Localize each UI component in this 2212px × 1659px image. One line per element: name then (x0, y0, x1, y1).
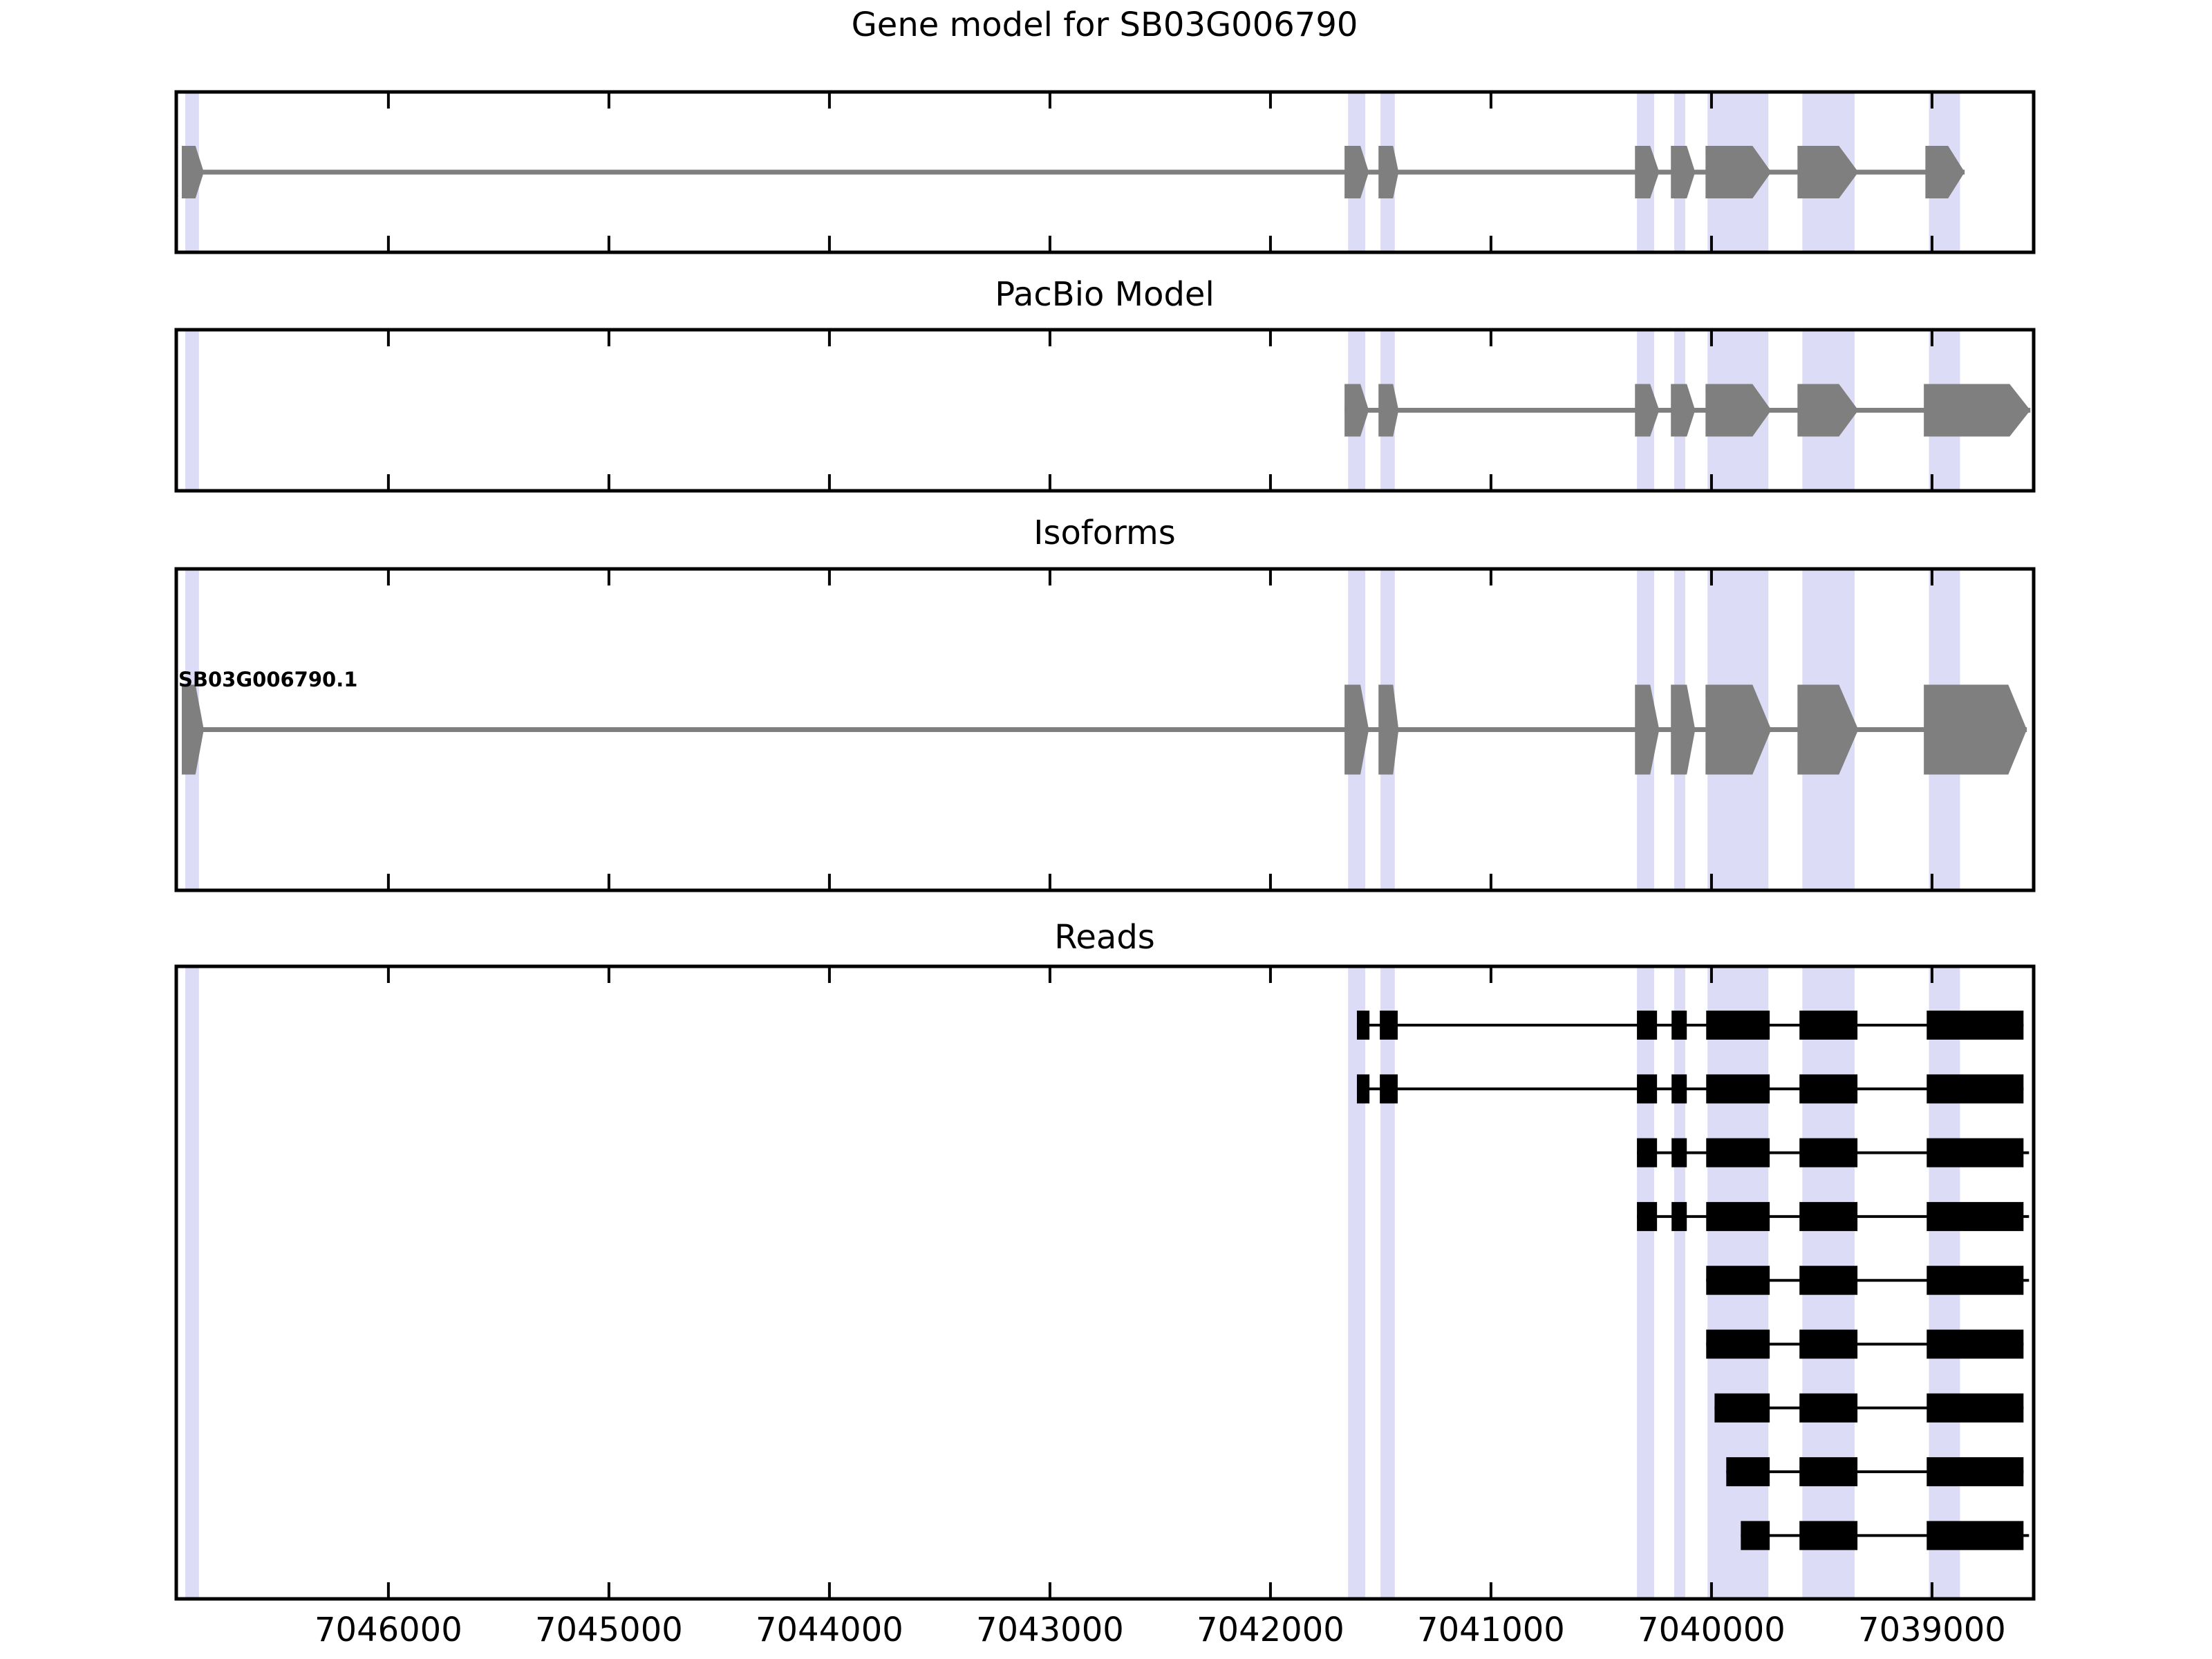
read-exon (1706, 1138, 1770, 1168)
read-exon (1799, 1457, 1858, 1487)
panel-pacbio-model (174, 328, 2036, 493)
panel-isoforms (174, 567, 2036, 892)
read-exon (1706, 1011, 1770, 1040)
x-tick-label: 7045000 (535, 1611, 683, 1649)
exon-arrow (1705, 146, 1772, 198)
read-exon (1927, 1138, 2024, 1168)
highlight-band (1674, 968, 1685, 1597)
pacbio-panel-title: PacBio Model (995, 275, 1215, 314)
isoform-label: SB03G006790.1 (178, 668, 358, 691)
x-tick-label: 7040000 (1638, 1611, 1785, 1649)
read-exon (1799, 1393, 1858, 1423)
read-exon (1927, 1329, 2024, 1359)
read-row (1726, 1457, 2024, 1487)
read-exon (1356, 1011, 1370, 1040)
read-exon (1927, 1521, 2024, 1550)
panel-border (174, 567, 2036, 892)
isoforms-panel-title: Isoforms (1033, 514, 1176, 552)
highlight-band (1637, 968, 1654, 1597)
exon-arrow (1378, 384, 1399, 437)
exon-arrow (1671, 146, 1696, 198)
x-tick-label: 7039000 (1858, 1611, 2006, 1649)
highlight-band (185, 331, 199, 489)
highlight-band (1348, 968, 1366, 1597)
read-exon (1927, 1393, 2024, 1423)
highlight-band (185, 968, 199, 1597)
read-row (1741, 1521, 2030, 1550)
exon-arrow (1378, 684, 1399, 775)
x-tick-label: 7041000 (1417, 1611, 1565, 1649)
read-exon (1799, 1011, 1858, 1040)
read-exon (1671, 1201, 1687, 1231)
read-row (1356, 1074, 2024, 1104)
read-exon (1637, 1138, 1658, 1168)
exon-arrow (1925, 146, 1965, 198)
read-exon (1706, 1074, 1770, 1104)
panel-border (174, 328, 2036, 493)
exon-arrow (1671, 684, 1696, 775)
read-row (1714, 1393, 2024, 1423)
x-tick-label: 7044000 (756, 1611, 903, 1649)
exon-arrow (1344, 684, 1369, 775)
read-exon (1799, 1266, 1858, 1295)
exon-arrow (181, 684, 204, 775)
read-exon (1637, 1201, 1658, 1231)
read-row (1637, 1138, 2030, 1168)
read-exon (1380, 1074, 1398, 1104)
exon-arrow (1705, 384, 1772, 437)
read-exon (1799, 1521, 1858, 1550)
highlight-band (1380, 968, 1395, 1597)
exon-arrow (1924, 384, 2031, 437)
read-row (1706, 1329, 2024, 1359)
exon-arrow (1378, 146, 1399, 198)
read-exon (1927, 1266, 2024, 1295)
read-exon (1714, 1393, 1770, 1423)
exon-arrow (1705, 684, 1772, 775)
exon-arrow (1635, 684, 1660, 775)
read-exon (1927, 1457, 2024, 1487)
read-exon (1637, 1074, 1658, 1104)
read-row (1706, 1266, 2030, 1295)
read-exon (1637, 1011, 1658, 1040)
exon-arrow (1797, 384, 1859, 437)
exon-arrow (1797, 146, 1859, 198)
exon-arrow (181, 146, 204, 198)
read-exon (1380, 1011, 1398, 1040)
read-exon (1799, 1138, 1858, 1168)
read-exon (1741, 1521, 1770, 1550)
read-exon (1799, 1074, 1858, 1104)
panel-border (174, 90, 2036, 254)
panel-gene-model (174, 90, 2036, 254)
read-exon (1927, 1201, 2024, 1231)
read-exon (1799, 1329, 1858, 1359)
reads-panel-title: Reads (1054, 918, 1155, 957)
x-tick-label: 7043000 (976, 1611, 1124, 1649)
figure-title: Gene model for SB03G006790 (851, 6, 1358, 44)
exon-arrow (1797, 684, 1859, 775)
read-exon (1671, 1074, 1687, 1104)
exon-arrow (1344, 146, 1369, 198)
exon-arrow (1635, 146, 1660, 198)
read-exon (1726, 1457, 1770, 1487)
read-exon (1356, 1074, 1370, 1104)
read-row (1637, 1201, 2030, 1231)
read-exon (1799, 1201, 1858, 1231)
read-exon (1706, 1329, 1770, 1359)
read-exon (1927, 1074, 2024, 1104)
read-row (1356, 1011, 2024, 1040)
panel-reads (174, 964, 2036, 1601)
exon-arrow (1924, 684, 2027, 775)
panel-border (174, 964, 2036, 1601)
x-tick-label: 7042000 (1197, 1611, 1344, 1649)
exon-arrow (1671, 384, 1696, 437)
read-exon (1927, 1011, 2024, 1040)
exon-arrow (1344, 384, 1369, 437)
x-tick-label: 7046000 (314, 1611, 462, 1649)
exon-arrow (1635, 384, 1660, 437)
read-exon (1671, 1011, 1687, 1040)
read-exon (1706, 1266, 1770, 1295)
read-exon (1671, 1138, 1687, 1168)
read-exon (1706, 1201, 1770, 1231)
